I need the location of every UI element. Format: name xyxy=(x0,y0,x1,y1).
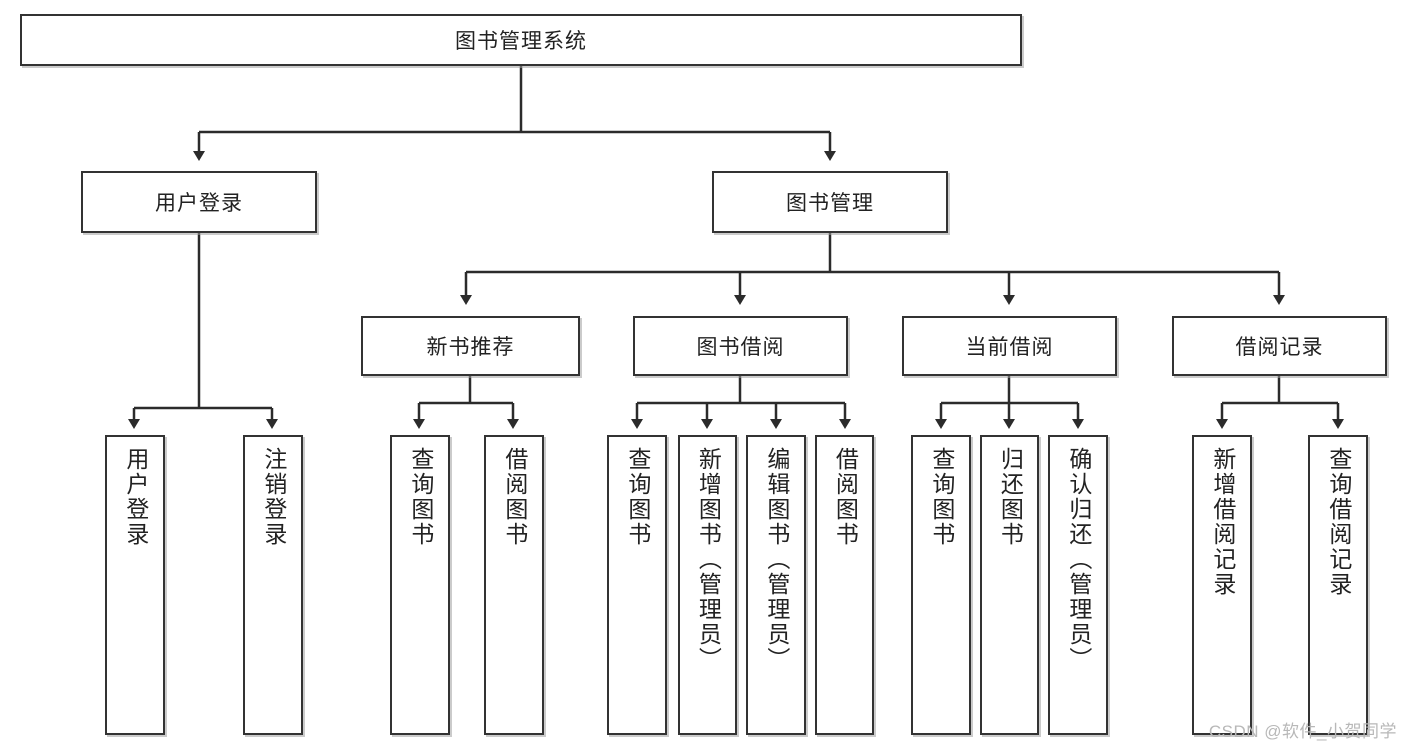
node-leaf-edit-book[interactable]: 编辑图书（管理员） xyxy=(746,435,806,735)
node-label: 图书管理 xyxy=(786,192,874,215)
node-label: 借阅记录 xyxy=(1235,336,1324,359)
node-leaf-user-login[interactable]: 用户登录 xyxy=(105,435,165,735)
node-leaf-query-book-2[interactable]: 查询图书 xyxy=(607,435,667,735)
node-user-login[interactable]: 用户登录 xyxy=(81,171,317,233)
node-label: 用户登录 xyxy=(155,192,243,215)
node-leaf-borrow-book-2[interactable]: 借阅图书 xyxy=(815,435,874,735)
node-label: 图书管理系统 xyxy=(455,30,587,53)
node-label: 查询图书 xyxy=(624,447,651,547)
node-borrow-record[interactable]: 借阅记录 xyxy=(1172,316,1387,376)
node-label: 新增图书（管理员） xyxy=(695,447,722,672)
node-leaf-borrow-book-1[interactable]: 借阅图书 xyxy=(484,435,544,735)
node-book-manage[interactable]: 图书管理 xyxy=(712,171,948,233)
node-leaf-query-book-1[interactable]: 查询图书 xyxy=(390,435,450,735)
node-leaf-confirm-return[interactable]: 确认归还（管理员） xyxy=(1048,435,1108,735)
node-current-borrow[interactable]: 当前借阅 xyxy=(902,316,1117,376)
node-leaf-logout-login[interactable]: 注销登录 xyxy=(243,435,303,735)
node-leaf-query-book-3[interactable]: 查询图书 xyxy=(911,435,971,735)
node-label: 新增借阅记录 xyxy=(1209,447,1236,597)
node-leaf-query-record[interactable]: 查询借阅记录 xyxy=(1308,435,1368,735)
node-label: 查询借阅记录 xyxy=(1325,447,1352,597)
node-label: 查询图书 xyxy=(928,447,955,547)
node-leaf-return-book[interactable]: 归还图书 xyxy=(980,435,1039,735)
node-leaf-add-record[interactable]: 新增借阅记录 xyxy=(1192,435,1252,735)
node-label: 借阅图书 xyxy=(501,447,528,547)
node-label: 查询图书 xyxy=(407,447,434,547)
node-label: 编辑图书（管理员） xyxy=(763,447,790,672)
node-root-system[interactable]: 图书管理系统 xyxy=(20,14,1022,66)
node-book-borrow[interactable]: 图书借阅 xyxy=(633,316,848,376)
node-label: 图书借阅 xyxy=(696,336,785,359)
node-label: 当前借阅 xyxy=(965,336,1054,359)
node-label: 用户登录 xyxy=(122,447,149,547)
node-label: 注销登录 xyxy=(260,447,287,547)
node-label: 新书推荐 xyxy=(426,336,515,359)
node-label: 借阅图书 xyxy=(832,447,859,547)
watermark-text: CSDN @软件_小贺同学 xyxy=(1208,722,1397,741)
node-label: 归还图书 xyxy=(997,447,1024,547)
node-label: 确认归还（管理员） xyxy=(1065,447,1092,672)
node-leaf-add-book[interactable]: 新增图书（管理员） xyxy=(678,435,737,735)
node-new-book-recommend[interactable]: 新书推荐 xyxy=(361,316,580,376)
